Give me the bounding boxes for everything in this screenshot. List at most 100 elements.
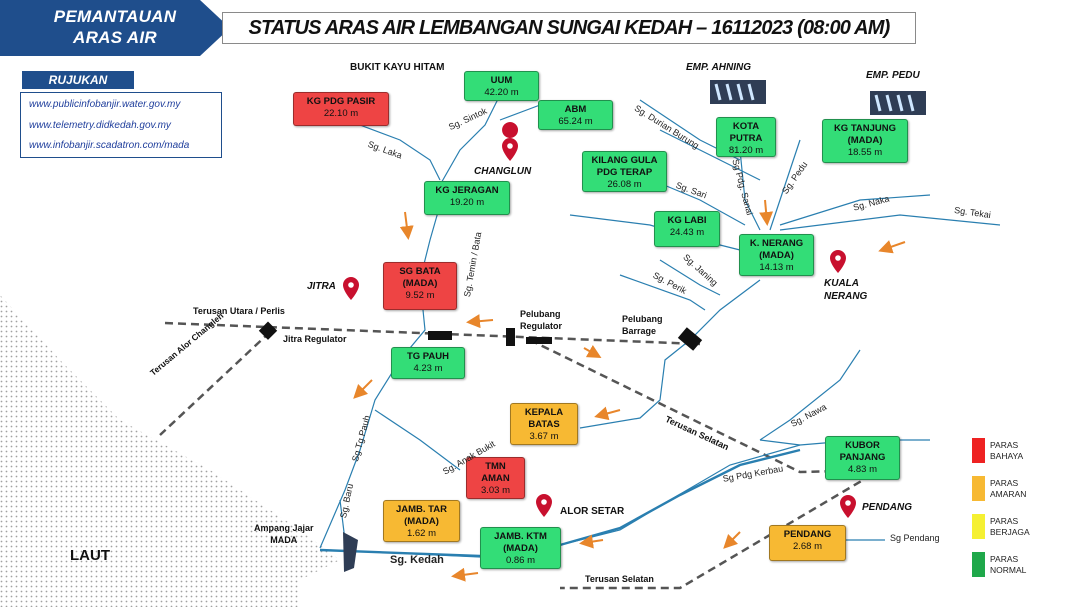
station-level: 4.83 m: [847, 464, 878, 475]
station-name: TG PAUH: [406, 351, 450, 362]
station-tg-pauh[interactable]: TG PAUH 4.23 m: [391, 347, 465, 379]
station-jamb-tar[interactable]: JAMB. TAR (MADA) 1.62 m: [383, 500, 460, 542]
station-level: 1.62 m: [406, 528, 437, 539]
station-name: KUBOR PANJANG: [839, 440, 886, 463]
station-kg-pdg-pasir[interactable]: KG PDG PASIR 22.10 m: [293, 92, 389, 126]
label-ampang-jajar: Ampang Jajar MADA: [254, 523, 314, 545]
dam-icon-pedu: [870, 91, 926, 115]
reference-heading: RUJUKAN: [22, 71, 134, 89]
station-uum[interactable]: UUM 42.20 m: [464, 71, 539, 101]
legend-swatch-amaran: [972, 476, 985, 501]
place-alor-setar: ALOR SETAR: [560, 506, 625, 517]
title-box: STATUS ARAS AIR LEMBANGAN SUNGAI KEDAH –…: [222, 12, 916, 44]
reference-box: www.publicinfobanjir.water.gov.my www.te…: [20, 92, 222, 158]
pin-icon-kuala-nerang: [830, 250, 846, 273]
station-name: KG TANJUNG (MADA): [833, 123, 897, 146]
station-name: JAMB. TAR (MADA): [395, 504, 448, 527]
station-level: 18.55 m: [847, 147, 883, 158]
legend-label-normal: PARAS NORMAL: [990, 554, 1027, 575]
station-name: K. NERANG (MADA): [749, 238, 804, 261]
station-level: 26.08 m: [607, 179, 642, 190]
station-name: UUM: [490, 75, 513, 86]
station-level: 42.20 m: [484, 87, 519, 98]
river-sg-pendang: Sg Pendang: [890, 533, 940, 543]
legend-swatch-bahaya: [972, 438, 985, 463]
place-laut: LAUT: [70, 547, 110, 564]
station-level: 4.23 m: [413, 363, 443, 374]
label-terusan-utara: Terusan Utara / Perlis: [193, 306, 285, 316]
station-kota-putra[interactable]: KOTA PUTRA 81.20 m: [716, 117, 776, 157]
place-pendang: PENDANG: [862, 502, 913, 513]
legend-swatch-berjaga: [972, 514, 985, 539]
river-sg-kedah: Sg. Kedah: [390, 554, 444, 566]
station-kg-jeragan[interactable]: KG JERAGAN 19.20 m: [424, 181, 510, 215]
place-kuala-nerang: KUALA NERANG: [824, 278, 868, 302]
station-level: 65.24 m: [558, 116, 593, 127]
station-sg-bata[interactable]: SG BATA (MADA) 9.52 m: [383, 262, 457, 310]
station-name: KG JERAGAN: [435, 185, 499, 196]
pin-icon-pendang: [840, 495, 856, 518]
pelubang-barrage-mark: [677, 327, 703, 351]
station-kubor-panjang[interactable]: KUBOR PANJANG 4.83 m: [825, 436, 900, 480]
header-ribbon-text: PEMANTAUAN ARAS AIR: [30, 6, 200, 48]
pin-icon-changlun-2: [502, 138, 518, 161]
station-level: 0.86 m: [505, 555, 536, 566]
legend-label-amaran: PARAS AMARAN: [990, 478, 1027, 499]
dam-icon-ahning: [710, 80, 766, 104]
station-name: SG BATA (MADA): [399, 266, 441, 289]
station-jamb-ktm[interactable]: JAMB. KTM (MADA) 0.86 m: [480, 527, 561, 569]
station-name: KG PDG PASIR: [306, 96, 376, 107]
station-kg-labi[interactable]: KG LABI 24.43 m: [654, 211, 720, 247]
station-name: ABM: [564, 104, 587, 115]
place-emp-pedu: EMP. PEDU: [866, 70, 920, 81]
station-level: 22.10 m: [323, 108, 359, 119]
station-name: KG LABI: [667, 215, 707, 226]
header-ribbon: [0, 0, 230, 56]
label-terusan-selatan-2: Terusan Selatan: [585, 574, 654, 584]
station-pendang[interactable]: PENDANG 2.68 m: [769, 525, 846, 561]
legend-label-berjaga: PARAS BERJAGA: [990, 516, 1030, 537]
station-name: KOTA PUTRA: [729, 121, 763, 144]
pelubang-regulator-mark-2: [526, 337, 552, 344]
station-level: 9.52 m: [405, 290, 435, 301]
label-jitra-regulator: Jitra Regulator: [283, 334, 347, 344]
flow-arrows: [353, 199, 906, 582]
pin-icon-jitra: [343, 277, 359, 300]
place-changlun: CHANGLUN: [474, 166, 532, 177]
station-level: 2.68 m: [792, 541, 823, 552]
station-kilang-gula[interactable]: KILANG GULA PDG TERAP 26.08 m: [582, 151, 667, 192]
station-level: 81.20 m: [728, 145, 764, 156]
ribbon-line-1: PEMANTAUAN: [53, 7, 177, 26]
sea-area: [0, 295, 340, 607]
ampang-jajar-mark: [343, 532, 358, 572]
place-jitra: JITRA: [307, 281, 336, 292]
page-title: STATUS ARAS AIR LEMBANGAN SUNGAI KEDAH –…: [248, 17, 890, 39]
tg-pauh-gate-mark: [428, 331, 452, 340]
station-level: 19.20 m: [449, 197, 485, 208]
station-name: TMN AMAN: [481, 461, 510, 484]
reference-link-scadatron[interactable]: www.infobanjir.scadatron.com/mada: [29, 140, 190, 151]
label-pelubang-barrage: Pelubang Barrage: [622, 314, 663, 336]
station-k-nerang[interactable]: K. NERANG (MADA) 14.13 m: [739, 234, 814, 276]
pin-icon-alor-setar: [536, 494, 552, 517]
station-name: PENDANG: [783, 529, 832, 540]
station-level: 24.43 m: [669, 227, 705, 238]
station-abm[interactable]: ABM 65.24 m: [538, 100, 613, 130]
legend-label-bahaya: PARAS BAHAYA: [990, 440, 1024, 461]
station-tmn-aman[interactable]: TMN AMAN 3.03 m: [466, 457, 525, 499]
station-kg-tanjung[interactable]: KG TANJUNG (MADA) 18.55 m: [822, 119, 908, 163]
reference-link-publicinfobanjir[interactable]: www.publicinfobanjir.water.gov.my: [29, 99, 181, 110]
place-emp-ahning: EMP. AHNING: [686, 62, 752, 73]
station-level: 3.03 m: [480, 485, 511, 496]
label-pelubang-regulator: Pelubang Regulator: [520, 309, 563, 331]
station-kepala-batas[interactable]: KEPALA BATAS 3.67 m: [510, 403, 578, 445]
station-level: 14.13 m: [759, 262, 794, 273]
station-name: KILANG GULA PDG TERAP: [591, 155, 658, 178]
station-name: JAMB. KTM (MADA): [494, 531, 547, 554]
station-name: KEPALA BATAS: [524, 407, 564, 430]
reference-link-telemetry[interactable]: www.telemetry.didkedah.gov.my: [29, 120, 171, 131]
jitra-regulator-mark: [258, 321, 278, 340]
ribbon-line-2: ARAS AIR: [73, 28, 157, 47]
place-bukit-kayu-hitam: BUKIT KAYU HITAM: [350, 62, 445, 73]
